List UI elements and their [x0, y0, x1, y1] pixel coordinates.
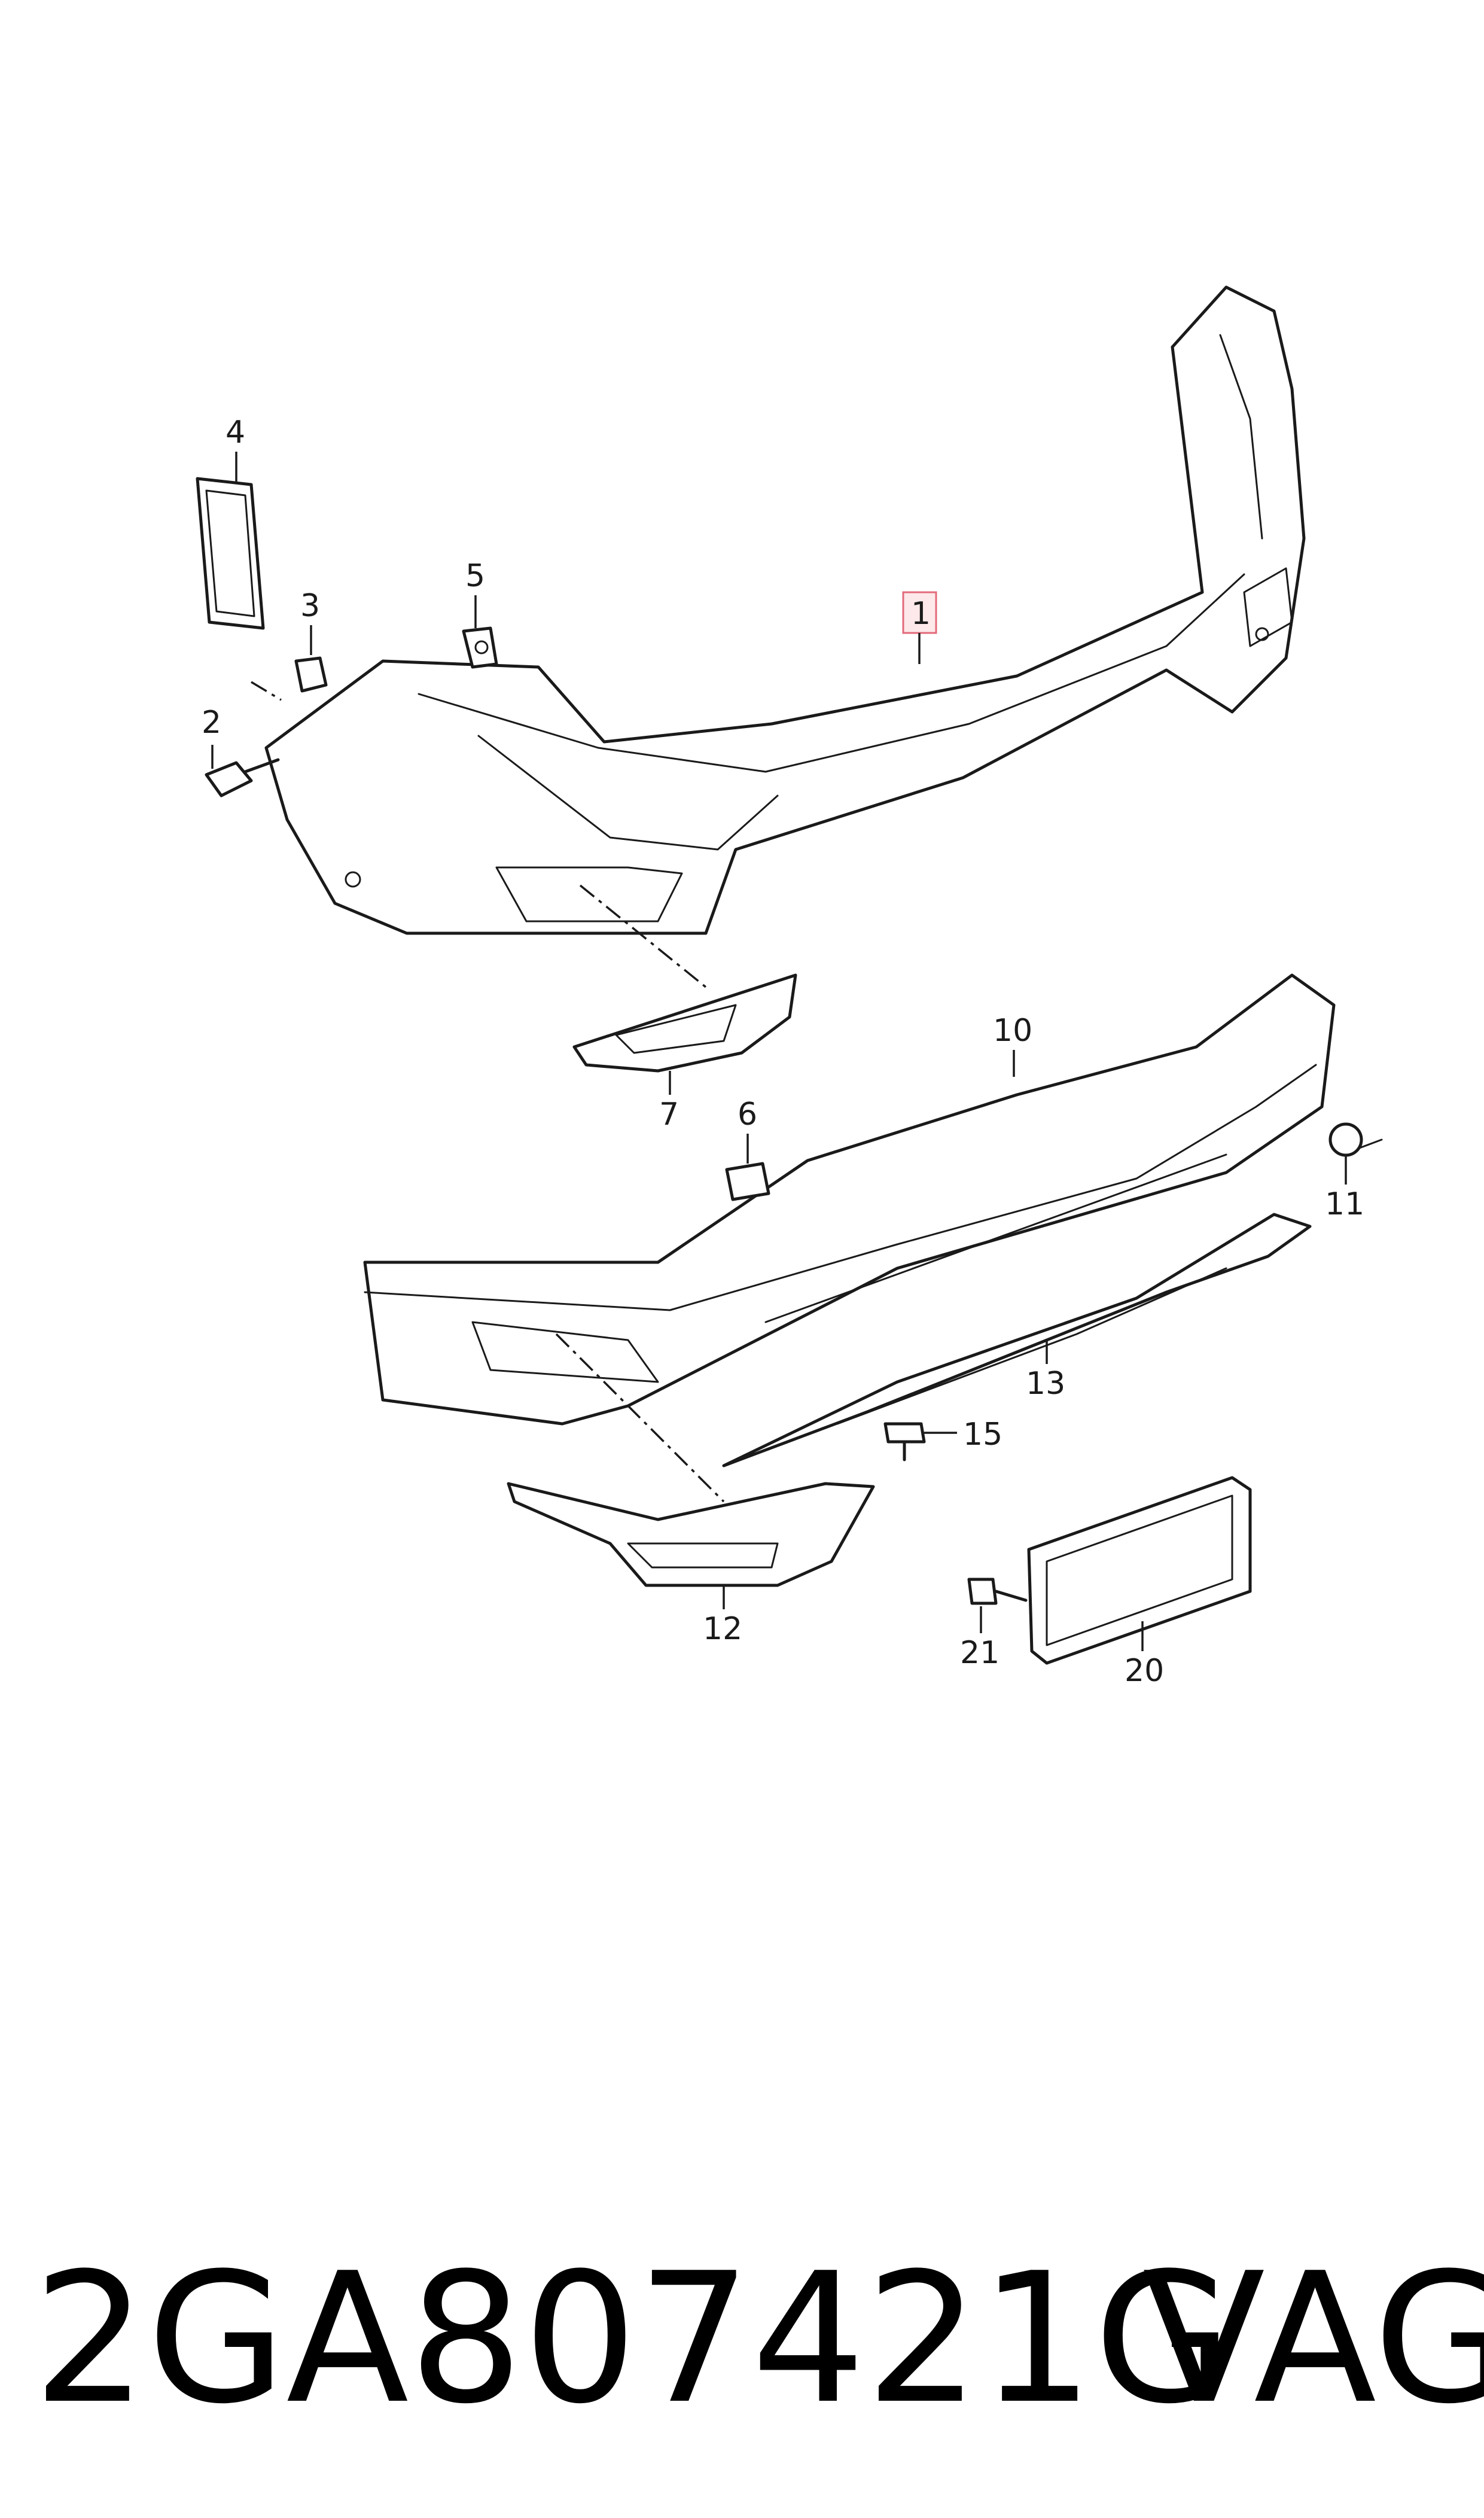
callout-6: 6 — [738, 1097, 757, 1132]
callout-21: 21 — [960, 1635, 1000, 1671]
part-13-diffuser-insert — [722, 1213, 1312, 1467]
callout-11: 11 — [1325, 1186, 1364, 1222]
part-21-screw — [967, 1578, 1028, 1633]
part-12-trim-strip — [507, 1482, 875, 1609]
brand-name: VAG — [1142, 2234, 1484, 2443]
footer: 2GA807421G VAG — [0, 2213, 1484, 2465]
callout-1-highlight — [902, 591, 937, 634]
part-5-bracket — [462, 595, 498, 669]
part-7-trim-insert — [572, 973, 797, 1095]
part-1-bumper-cover — [264, 285, 1306, 935]
part-6-bracket — [725, 1134, 770, 1201]
callout-7: 7 — [659, 1097, 679, 1132]
part-10-lower-bumper — [363, 973, 1336, 1426]
exploded-parts-diagram: 1 2 3 4 5 6 7 10 11 12 13 15 20 21 — [196, 285, 1383, 1689]
callout-4: 4 — [226, 415, 245, 450]
part-11-cap — [1328, 1122, 1383, 1185]
part-number: 2GA807421G — [33, 2234, 1233, 2443]
callout-20: 20 — [1125, 1653, 1164, 1689]
callout-2: 2 — [202, 705, 221, 741]
callout-10: 10 — [993, 1013, 1032, 1049]
callout-13: 13 — [1026, 1366, 1065, 1402]
callout-15: 15 — [963, 1417, 1002, 1453]
callout-12: 12 — [703, 1611, 742, 1647]
part-20-license-plate-bracket — [1027, 1476, 1252, 1665]
part-4-cover-cap — [196, 452, 265, 630]
callout-5: 5 — [465, 558, 485, 594]
callout-1: 1 — [911, 596, 931, 632]
part-15-clip — [883, 1422, 957, 1462]
part-3-clip — [294, 625, 328, 693]
part-2-screw — [205, 745, 280, 797]
callout-3: 3 — [300, 588, 320, 624]
